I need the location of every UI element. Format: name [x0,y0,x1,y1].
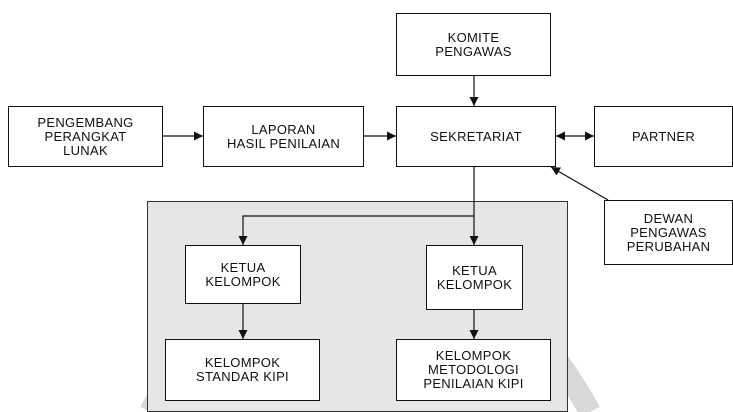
node-ketua-kelompok-1: KETUA KELOMPOK [185,245,301,304]
node-label: KETUA KELOMPOK [205,259,281,289]
node-kelompok-standar-kipi: KELOMPOK STANDAR KIPI [165,339,320,401]
node-label: KETUA KELOMPOK [436,262,513,292]
node-pengembang-perangkat-lunak: PENGEMBANG PERANGKAT LUNAK [8,106,163,167]
node-label: PENGEMBANG PERANGKAT LUNAK [37,114,134,158]
node-label: KELOMPOK STANDAR KIPI [196,355,289,384]
node-label: KOMITE PENGAWAS [435,29,512,59]
node-sekretariat: SEKRETARIAT [396,106,556,167]
node-label: DEWAN PENGAWAS PERUBAHAN [626,210,711,254]
node-label: LAPORAN HASIL PENILAIAN [226,121,341,151]
node-partner: PARTNER [594,106,733,167]
node-ketua-kelompok-2: KETUA KELOMPOK [426,245,523,310]
arrow-dewan-to-sekretariat [550,166,609,201]
node-komite-pengawas: KOMITE PENGAWAS [396,13,551,76]
node-label: KELOMPOK METODOLOGI PENILAIAN KIPI [423,348,524,391]
node-label: SEKRETARIAT [430,128,522,144]
node-label: PARTNER [631,128,696,144]
node-dewan-pengawas-perubahan: DEWAN PENGAWAS PERUBAHAN [604,200,733,265]
node-kelompok-metodologi-penilaian-kipi: KELOMPOK METODOLOGI PENILAIAN KIPI [396,339,551,401]
node-laporan-hasil-penilaian: LAPORAN HASIL PENILAIAN [203,106,364,167]
arrow-sekretariat-to-ketua1 [238,215,474,245]
